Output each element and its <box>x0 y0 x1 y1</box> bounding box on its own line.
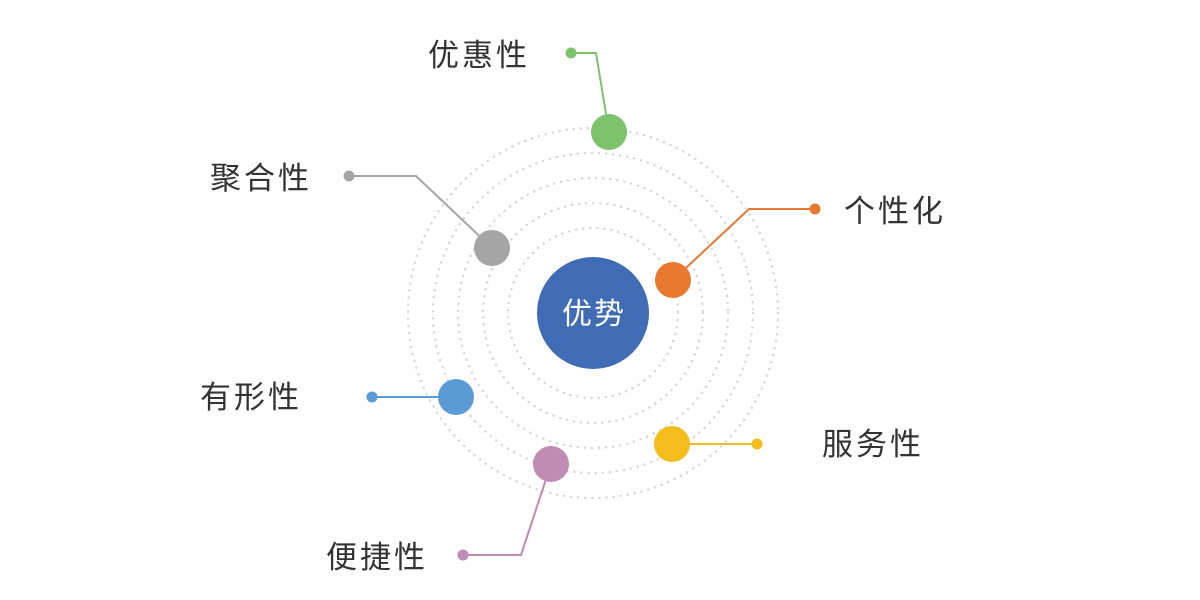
node-youxing <box>438 379 474 415</box>
node-juhe <box>474 230 510 266</box>
label-bianjie: 便捷性 <box>326 540 428 576</box>
node-bianjie <box>533 446 569 482</box>
orbit-rings <box>406 126 780 500</box>
orbit-ring-3 <box>456 176 730 450</box>
connectors <box>349 52 815 556</box>
orbit-ring-4 <box>431 151 755 475</box>
endpoint-youxing <box>366 391 378 403</box>
node-labels: 优惠性 个性化 聚合性 有形性 服务性 便捷性 <box>200 38 946 576</box>
connector-gexing <box>672 208 815 281</box>
label-youhui: 优惠性 <box>428 38 530 74</box>
node-gexing <box>655 262 691 298</box>
label-gexing: 个性化 <box>844 194 946 230</box>
label-juhe: 聚合性 <box>210 161 312 197</box>
connector-bianjie <box>463 463 552 556</box>
label-fuwu: 服务性 <box>822 427 924 463</box>
endpoint-fuwu <box>751 438 763 450</box>
orbit-ring-1 <box>506 226 680 400</box>
endpoint-youhui <box>565 47 577 59</box>
endpoint-gexing <box>809 203 821 215</box>
node-fuwu <box>654 426 690 462</box>
orbit-ring-5 <box>406 126 780 500</box>
connector-juhe <box>349 175 493 249</box>
label-youxing: 有形性 <box>200 380 302 416</box>
center-circle <box>537 257 649 369</box>
node-youhui <box>591 114 627 150</box>
endpoint-dots <box>343 47 821 561</box>
connector-youhui <box>571 52 610 133</box>
center-label: 优势 <box>562 297 626 332</box>
node-circles <box>438 114 691 482</box>
orbit-ring-2 <box>481 201 705 425</box>
endpoint-juhe <box>343 170 355 182</box>
endpoint-bianjie <box>457 549 469 561</box>
